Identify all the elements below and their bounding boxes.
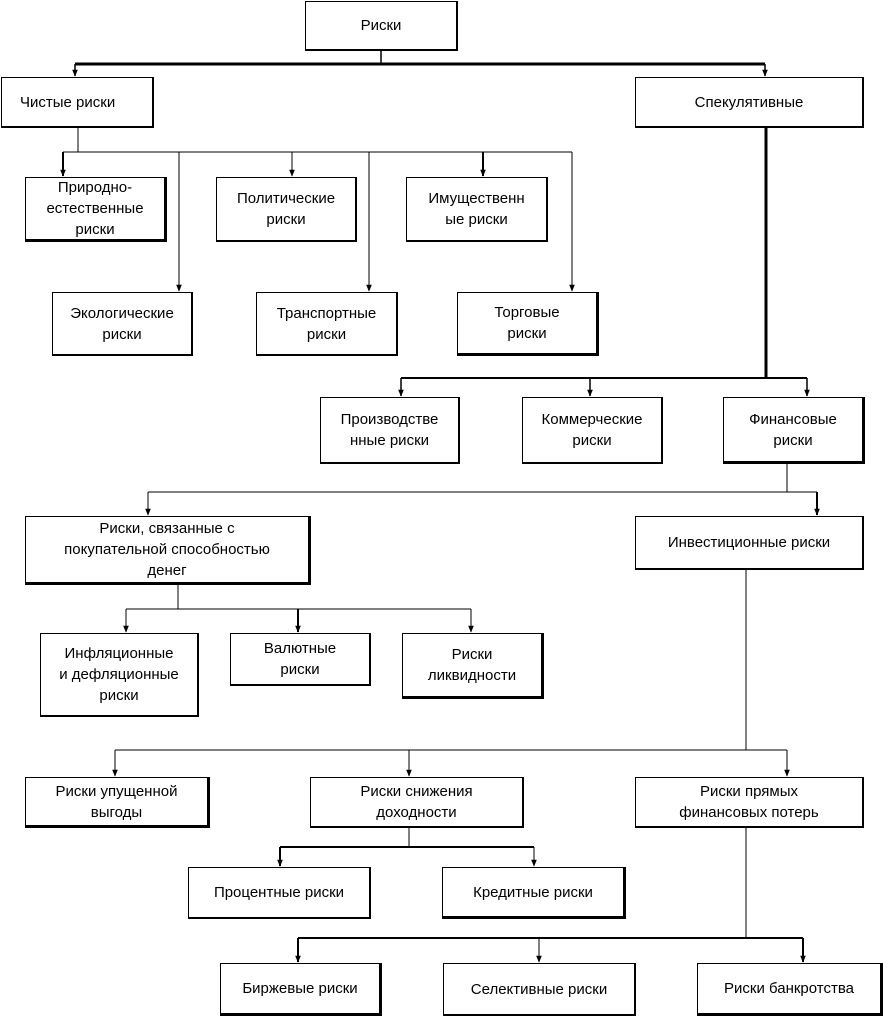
node-inflation-risks: Инфляционные и дефляционные риски (40, 633, 199, 717)
node-selective-risks-label: Селективные риски (470, 980, 608, 998)
node-political-risks: Политические риски (216, 177, 357, 242)
node-pure-risks-label: Чистые риски (20, 93, 116, 111)
node-purchasing-power-risks: Риски, связанные с покупательной способн… (25, 516, 311, 585)
node-property-risks: Имущественн ые риски (406, 177, 548, 242)
node-lost-profit-risks-label: Риски упущенной выгоды (55, 782, 178, 821)
node-ecological-risks: Экологические риски (52, 292, 193, 356)
node-yield-decline-risks-label: Риски снижения доходности (360, 783, 473, 821)
node-root-label: Риски (360, 17, 402, 34)
node-credit-risks-label: Кредитные риски (473, 883, 593, 901)
node-financial-risks: Финансовые риски (723, 397, 865, 464)
node-liquidity-risks-label: Риски ликвидности (427, 646, 517, 684)
node-inflation-risks-label: Инфляционные и дефляционные риски (59, 645, 179, 704)
node-exchange-risks-label: Биржевые риски (242, 980, 358, 997)
node-property-risks-label: Имущественн ые риски (428, 190, 525, 228)
node-ecological-risks-label: Экологические риски (70, 304, 174, 343)
node-selective-risks: Селективные риски (443, 963, 636, 1016)
node-trade-risks-label: Торговые риски (494, 304, 560, 342)
node-credit-risks: Кредитные риски (442, 867, 626, 919)
node-speculative-risks: Спекулятивные (635, 77, 864, 128)
node-lost-profit-risks: Риски упущенной выгоды (25, 777, 210, 828)
node-transport-risks-label: Транспортные риски (276, 304, 377, 343)
node-commercial-risks: Коммерческие риски (522, 397, 663, 464)
node-financial-risks-label: Финансовые риски (749, 410, 837, 449)
node-direct-loss-risks: Риски прямых финансовых потерь (635, 777, 864, 828)
node-liquidity-risks: Риски ликвидности (402, 633, 544, 699)
node-transport-risks: Транспортные риски (256, 292, 398, 356)
node-direct-loss-risks-label: Риски прямых финансовых потерь (679, 783, 819, 821)
node-bankruptcy-risks-label: Риски банкротства (724, 980, 854, 997)
node-exchange-risks: Биржевые риски (220, 963, 382, 1016)
node-purchasing-power-risks-label: Риски, связанные с покупательной способн… (64, 520, 270, 579)
node-political-risks-label: Политические риски (236, 190, 336, 228)
node-pure-risks: Чистые риски (1, 77, 154, 128)
node-currency-risks-label: Валютные риски (263, 640, 337, 678)
node-interest-rate-risks-label: Процентные риски (213, 884, 345, 901)
node-production-risks: Производстве нные риски (320, 397, 460, 464)
node-investment-risks: Инвестиционные риски (635, 516, 864, 570)
node-interest-rate-risks: Процентные риски (188, 867, 371, 919)
node-commercial-risks-label: Коммерческие риски (541, 411, 643, 449)
node-bankruptcy-risks: Риски банкротства (697, 963, 883, 1016)
node-speculative-risks-label: Спекулятивные (694, 93, 804, 111)
node-currency-risks: Валютные риски (230, 633, 371, 686)
node-production-risks-label: Производстве нные риски (340, 411, 439, 449)
node-yield-decline-risks: Риски снижения доходности (310, 777, 524, 828)
node-natural-risks-label: Природно- естественные риски (46, 179, 144, 238)
node-trade-risks: Торговые риски (457, 292, 599, 356)
node-natural-risks: Природно- естественные риски (25, 177, 167, 242)
node-root: Риски (305, 1, 458, 51)
node-investment-risks-label: Инвестиционные риски (667, 534, 831, 551)
